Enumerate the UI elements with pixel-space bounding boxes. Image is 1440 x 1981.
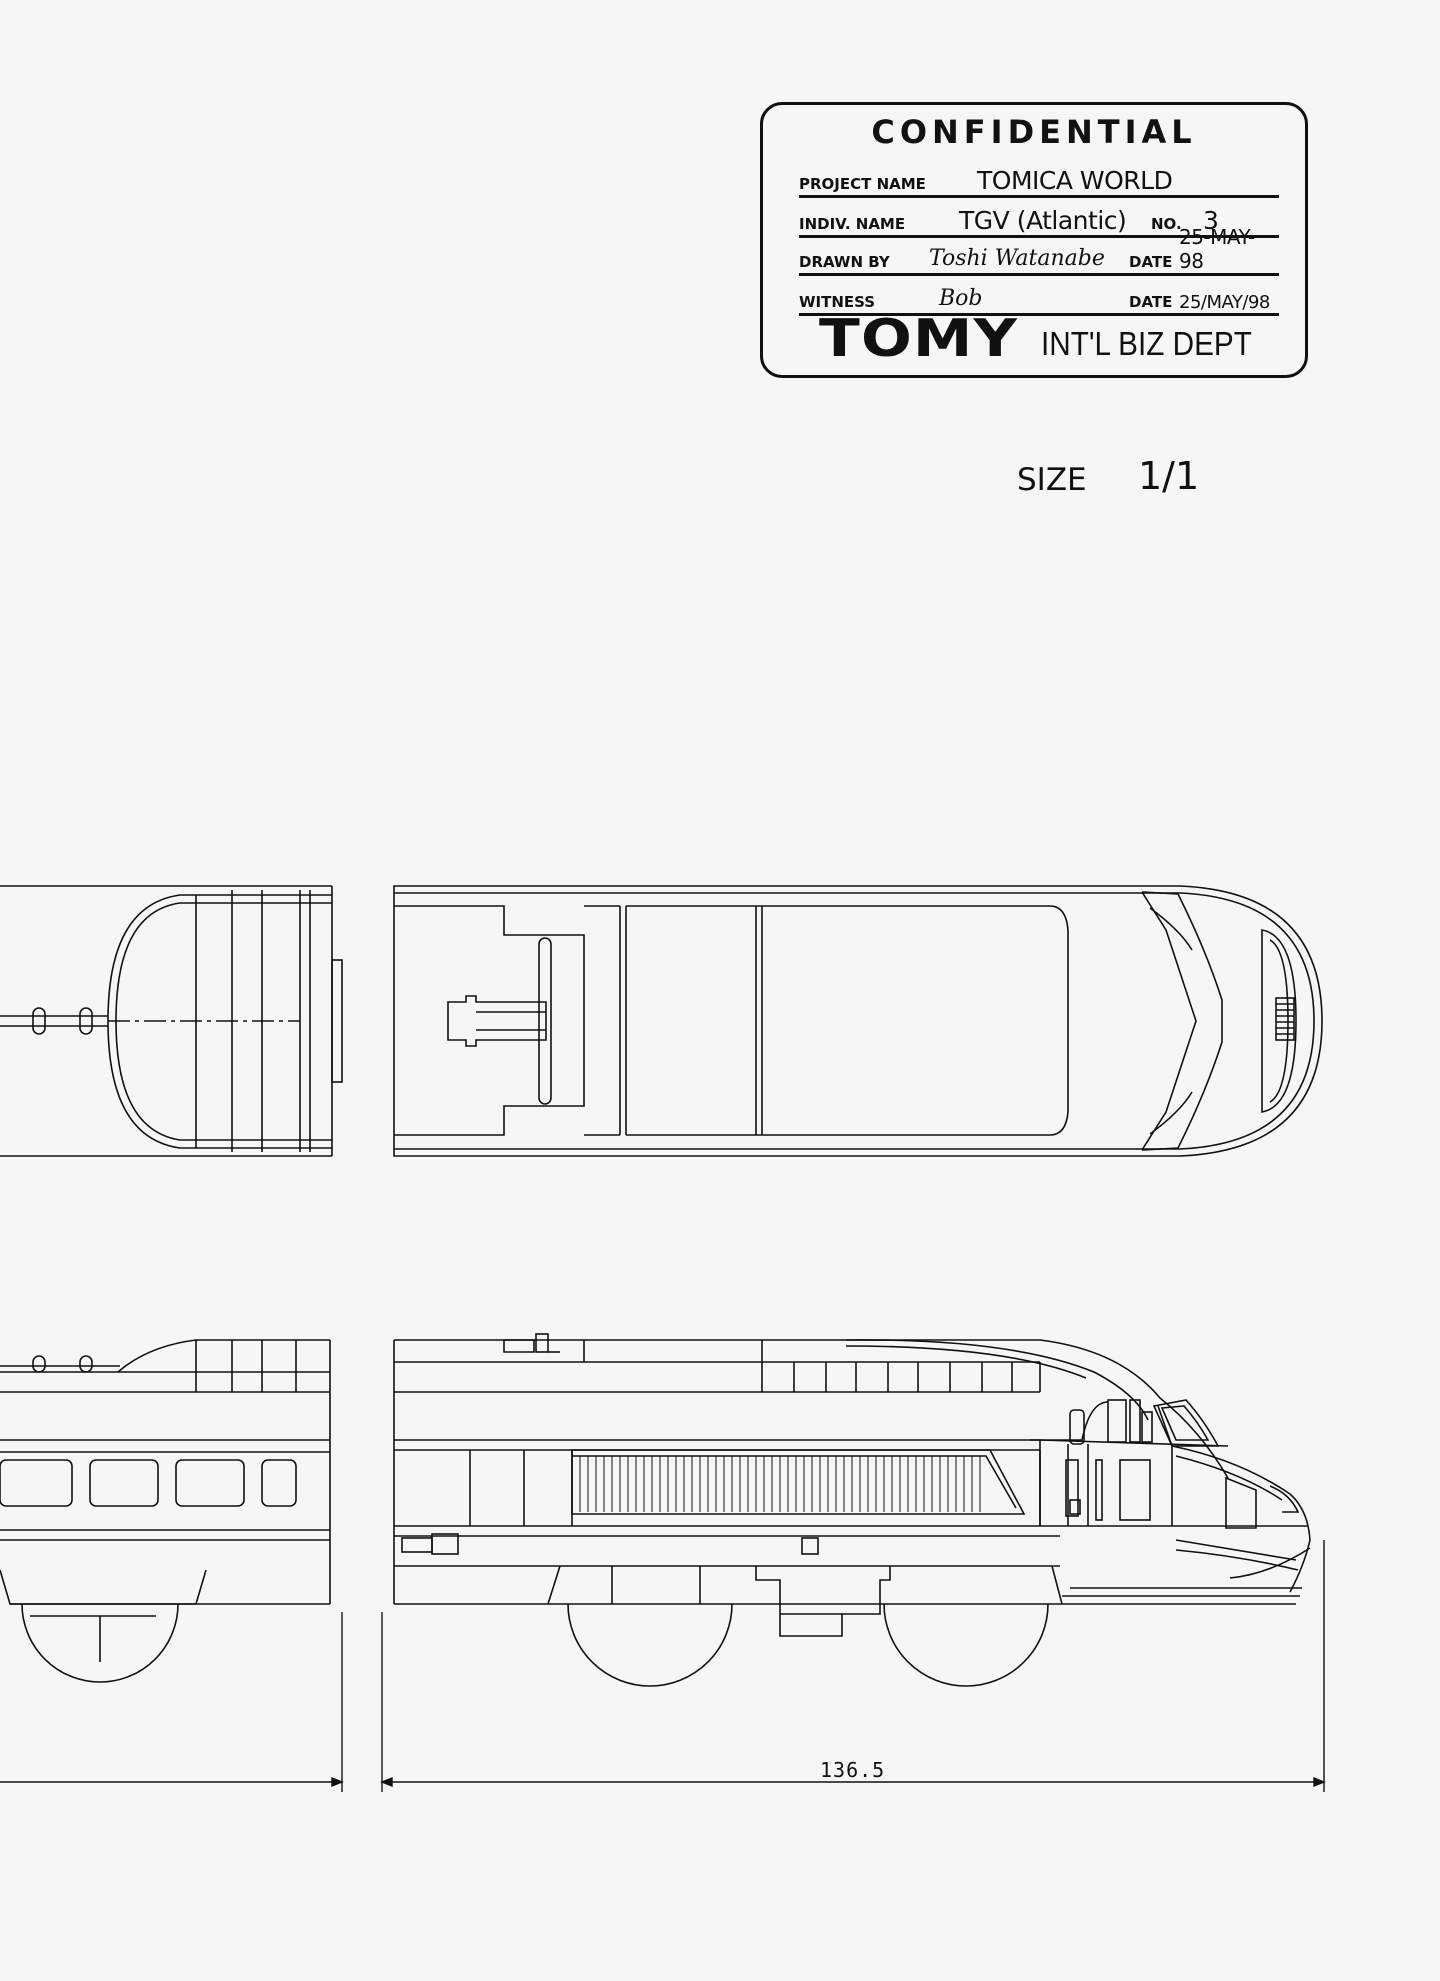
indiv-name-label: INDIV. NAME xyxy=(799,215,906,233)
drawn-by-row: DRAWN BY Toshi Watanabe DATE 25-MAY-98 xyxy=(799,225,1279,276)
overall-length-dimension: 136.5 xyxy=(820,1758,886,1782)
project-name-value: TOMICA WORLD xyxy=(977,166,1173,195)
department-name: INT'L BIZ DEPT xyxy=(1041,325,1252,362)
project-name-row: PROJECT NAME TOMICA WORLD xyxy=(799,155,1279,198)
witness-date-label: DATE xyxy=(1129,293,1173,311)
no-value: 3 xyxy=(1203,206,1219,235)
top-view-power-car xyxy=(393,885,1323,1157)
dimension-lines xyxy=(0,1540,1326,1792)
stamp-title: CONFIDENTIAL xyxy=(871,113,1197,151)
side-view-trailer-car xyxy=(0,1339,331,1683)
scale-label: SIZE xyxy=(1017,462,1087,498)
witness-row: WITNESS Bob DATE 25/MAY/98 xyxy=(799,273,1279,316)
drawn-date-value: 25-MAY-98 xyxy=(1179,225,1255,273)
confidential-stamp: CONFIDENTIAL PROJECT NAME TOMICA WORLD I… xyxy=(760,102,1308,378)
drawn-date-label: DATE xyxy=(1129,253,1173,271)
project-name-label: PROJECT NAME xyxy=(799,175,926,193)
indiv-name-value: TGV (Atlantic) xyxy=(959,206,1127,235)
witness-signature: Bob xyxy=(939,286,983,311)
drawn-by-signature: Toshi Watanabe xyxy=(929,246,1105,271)
scale-value: 1/1 xyxy=(1138,454,1200,498)
side-grille-slats xyxy=(579,1456,981,1512)
side-view-power-car xyxy=(393,1333,1311,1687)
brand-logo: TOMY xyxy=(819,309,1019,369)
indiv-name-row: INDIV. NAME TGV (Atlantic) NO. 3 xyxy=(799,195,1279,238)
witness-label: WITNESS xyxy=(799,293,876,311)
top-view-trailer-car xyxy=(0,885,343,1157)
no-label: NO. xyxy=(1151,215,1182,233)
witness-date-value: 25/MAY/98 xyxy=(1179,292,1270,313)
drawn-by-label: DRAWN BY xyxy=(799,253,890,271)
